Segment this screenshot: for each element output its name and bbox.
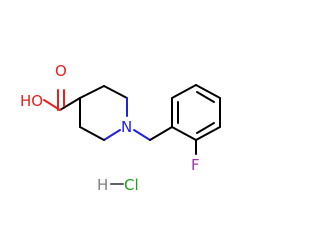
hydroxyl-label: HO	[20, 92, 43, 110]
structure-drawing: HO O N F H Cl	[20, 62, 221, 194]
bond-aryl-3	[195, 84, 221, 99]
bond-aryl-double-2	[196, 91, 215, 103]
bond-ring-1	[79, 85, 105, 99]
bond-ring-5	[79, 126, 105, 141]
molecule-structure: HO O N F H Cl	[20, 62, 221, 194]
bond-ring-2	[103, 85, 128, 99]
carbonyl-oxygen-label: O	[55, 62, 67, 80]
bond-ch2-aryl	[149, 126, 173, 141]
nitrogen-label: N	[121, 118, 132, 136]
bond-c4-carboxyl	[59, 97, 81, 111]
bond-aryl-double-3	[196, 122, 215, 134]
hcl-chlorine-label: Cl	[124, 176, 139, 194]
bond-aryl-5	[195, 126, 221, 141]
bond-n-ch2	[133, 129, 151, 141]
bond-aryl-2	[171, 84, 197, 99]
bond-aryl-6	[171, 126, 197, 141]
bond-ring-4	[103, 129, 121, 141]
fluorine-label: F	[191, 156, 200, 174]
hcl-hydrogen-label: H	[97, 176, 108, 194]
